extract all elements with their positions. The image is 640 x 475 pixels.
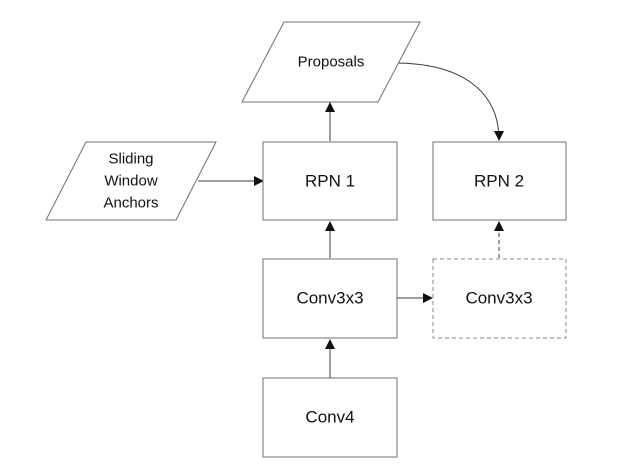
anchors-label-line-3: Anchors — [103, 195, 158, 212]
proposals-label: Proposals — [298, 54, 365, 71]
rpn1-box — [262, 141, 398, 221]
proposals-parallelogram — [241, 21, 421, 103]
conv3x3-main-label: Conv3x3 — [296, 289, 363, 308]
conv3x3-branch-box — [432, 258, 567, 339]
edges — [198, 62, 504, 378]
node-conv3x3-main: Conv3x3 — [262, 258, 398, 339]
rpn1-label: RPN 1 — [305, 172, 355, 191]
anchors-label-line-2: Window — [104, 173, 158, 190]
node-conv4: Conv4 — [262, 377, 398, 458]
node-conv3x3-branch: Conv3x3 — [432, 258, 567, 339]
node-rpn2: RPN 2 — [432, 141, 567, 221]
conv4-box — [262, 377, 398, 458]
conv3x3-branch-label: Conv3x3 — [465, 289, 532, 308]
conv3x3-main-box — [262, 258, 398, 339]
conv4-label: Conv4 — [305, 408, 354, 427]
rpn2-box — [432, 141, 567, 221]
edge-proposals-to-rpn2 — [393, 62, 504, 141]
anchors-parallelogram — [45, 141, 217, 221]
node-proposals: Proposals — [241, 21, 421, 103]
node-sliding-window-anchors: Sliding Window Anchors — [45, 141, 217, 221]
anchors-label-line-1: Sliding — [108, 151, 153, 168]
rpn2-label: RPN 2 — [474, 172, 524, 191]
node-rpn1: RPN 1 — [262, 141, 398, 221]
